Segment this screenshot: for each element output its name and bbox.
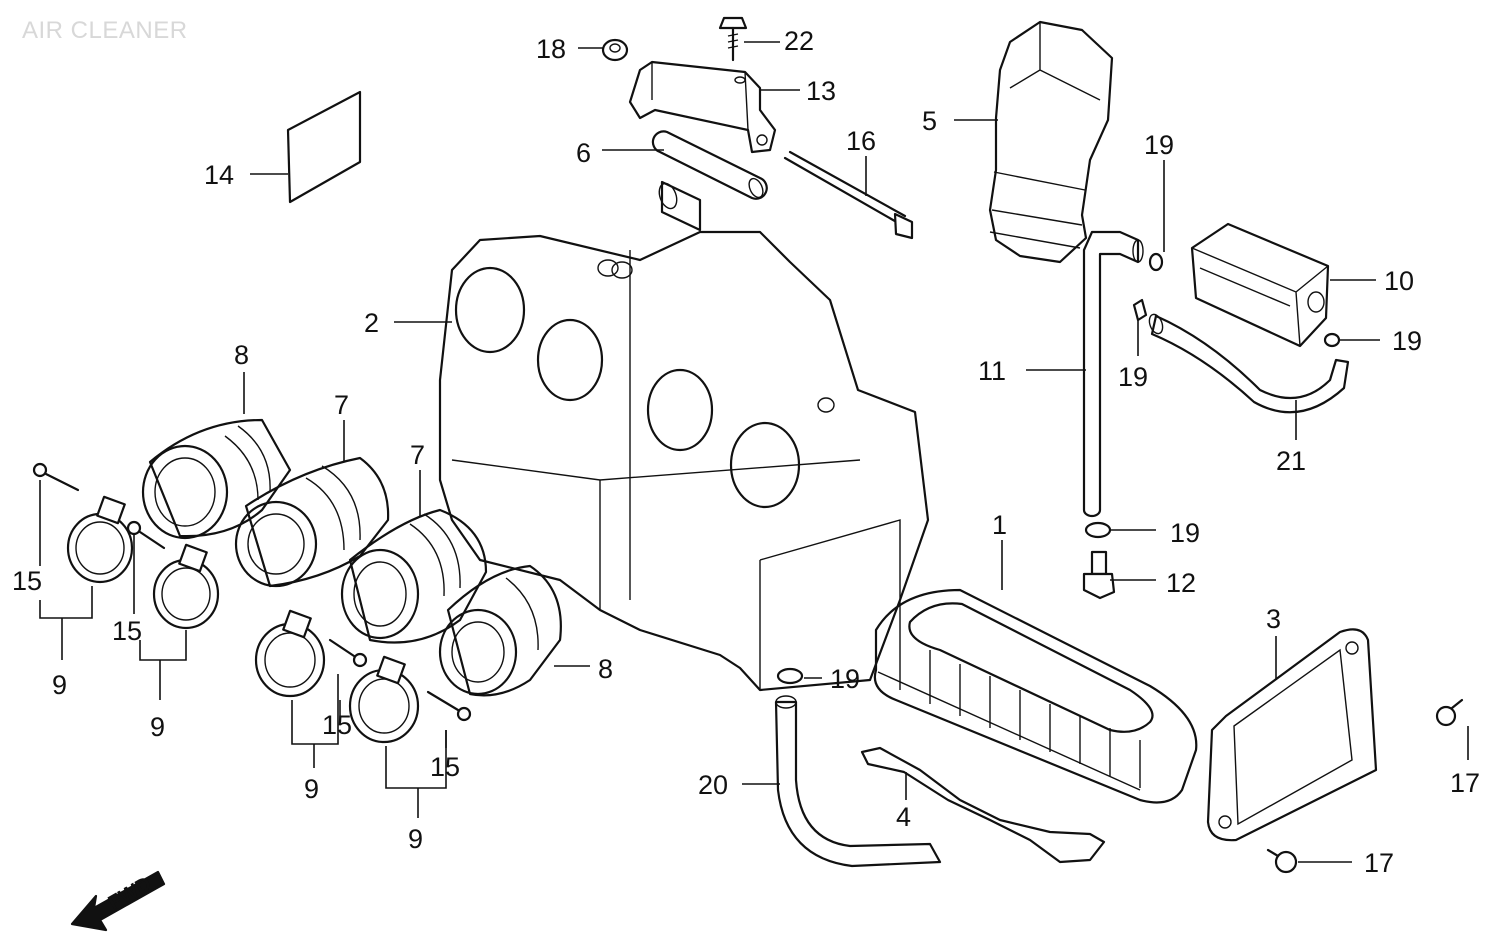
callout-18: 18	[536, 34, 566, 64]
callout-19-d: 19	[1170, 518, 1200, 548]
callout-7-upper: 7	[334, 390, 349, 420]
part-7-insulator-lower	[340, 508, 488, 644]
callout-20: 20	[698, 770, 728, 800]
part-1-filter-element	[873, 588, 1198, 804]
callout-11: 11	[978, 356, 1006, 386]
callout-8-lower: 8	[598, 654, 613, 684]
callout-9-c: 9	[304, 774, 319, 804]
part-15-screw-a	[32, 462, 80, 492]
callout-5: 5	[922, 106, 937, 136]
part-15-screw-b	[126, 520, 166, 550]
callout-9-d: 9	[408, 824, 423, 854]
part-20-drain-hose	[774, 695, 942, 868]
part-15-screw-c	[328, 638, 368, 668]
part-3-cover	[1206, 628, 1378, 842]
callout-8-upper: 8	[234, 340, 249, 370]
part-22-bolt	[718, 16, 748, 62]
part-19-clip-d	[1084, 521, 1112, 539]
part-19-clip-a	[1148, 252, 1164, 272]
callout-12: 12	[1166, 568, 1196, 598]
callout-14: 14	[204, 160, 234, 190]
part-19-clip-c	[1323, 332, 1341, 348]
part-16-long-bolt	[783, 150, 914, 240]
callout-labels: 1 2 3 4 5 6 7 7 8 8 9 9 9 9 10 11 12 13 …	[12, 26, 1480, 878]
callout-19-a: 19	[1144, 130, 1174, 160]
callout-9-a: 9	[52, 670, 67, 700]
callout-15-d: 15	[430, 752, 460, 782]
callout-7-lower: 7	[410, 440, 425, 470]
part-4-band	[860, 746, 1106, 864]
callout-16: 16	[846, 126, 876, 156]
group-brackets	[39, 480, 447, 818]
callout-17-b: 17	[1364, 848, 1394, 878]
part-9-band-c	[254, 609, 326, 698]
part-12-drain-plug	[1082, 550, 1116, 600]
fwd-arrow: FWD	[70, 870, 166, 932]
callout-10: 10	[1384, 266, 1414, 296]
part-17-screw-b	[1266, 848, 1298, 874]
part-9-band-a	[66, 495, 134, 584]
part-19-clip-e	[776, 667, 804, 685]
callout-19-c: 19	[1392, 326, 1422, 356]
callout-2: 2	[364, 308, 379, 338]
callout-13: 13	[806, 76, 836, 106]
callout-15-a: 15	[12, 566, 42, 596]
callout-21: 21	[1276, 446, 1306, 476]
part-7-insulator-upper	[234, 456, 390, 588]
part-15-screw-d	[426, 690, 472, 722]
part-17-screw-a	[1435, 698, 1464, 727]
callout-9-b: 9	[150, 712, 165, 742]
callout-4: 4	[896, 802, 911, 832]
part-6-tube	[651, 130, 768, 200]
callout-15-b: 15	[112, 616, 142, 646]
part-18-grommet	[601, 38, 629, 62]
callout-17-a: 17	[1450, 768, 1480, 798]
callout-6: 6	[576, 138, 591, 168]
fwd-label: FWD	[105, 873, 155, 915]
callout-19-b: 19	[1118, 362, 1148, 392]
part-2-air-cleaner-case	[438, 180, 930, 692]
part-8-connecting-tube-upper	[141, 418, 292, 540]
part-14-label-sheet	[286, 90, 362, 204]
part-10-box	[1190, 222, 1330, 348]
callout-15-c: 15	[322, 710, 352, 740]
callout-3: 3	[1266, 604, 1281, 634]
part-11-tube	[1082, 230, 1144, 518]
part-8-connecting-tube-lower	[438, 564, 562, 697]
callout-19-e: 19	[830, 664, 860, 694]
leader-lines	[243, 41, 1469, 863]
part-9-band-d	[348, 655, 420, 744]
diagram-title: AIR CLEANER	[22, 17, 188, 44]
part-19-clip-b	[1132, 298, 1148, 322]
callout-22: 22	[784, 26, 814, 56]
part-13-bracket	[628, 60, 777, 154]
part-5-intake-duct	[988, 20, 1114, 264]
callout-1: 1	[992, 510, 1007, 540]
part-9-band-b	[152, 543, 220, 630]
part-21-hose	[1148, 313, 1350, 414]
